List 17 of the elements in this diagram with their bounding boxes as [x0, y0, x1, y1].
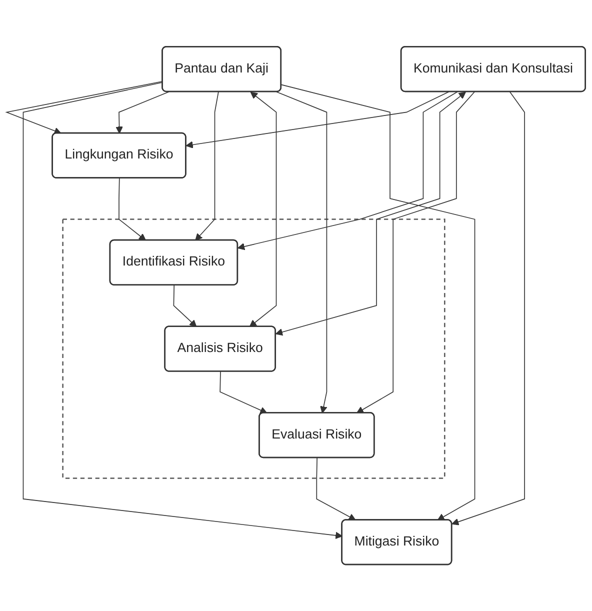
arrow	[275, 92, 466, 336]
arrow	[280, 84, 476, 520]
arrow	[238, 91, 458, 250]
arrow	[186, 91, 450, 148]
arrow	[5, 80, 164, 134]
arrow	[195, 91, 219, 241]
arrow	[276, 91, 328, 414]
arrow	[356, 91, 475, 414]
arrow	[116, 91, 170, 134]
cluster	[62, 218, 446, 479]
arrow	[249, 92, 277, 327]
arrow	[316, 457, 356, 520]
arrow	[220, 371, 268, 414]
arrow	[118, 178, 146, 241]
arrow	[173, 284, 197, 327]
arrow	[22, 82, 343, 539]
arrow	[452, 91, 525, 526]
